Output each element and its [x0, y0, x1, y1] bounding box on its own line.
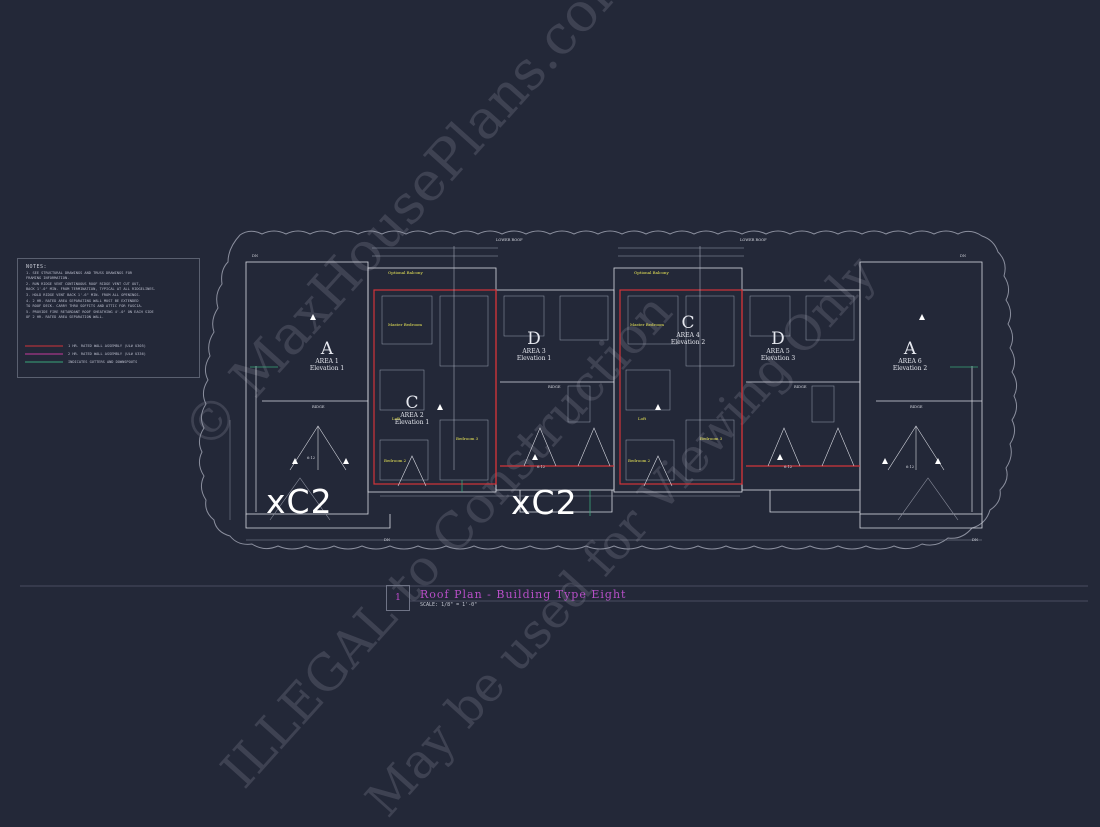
area-label-2: C AREA 2 Elevation 1 [372, 394, 452, 426]
drawing-scale: SCALE: 1/8" = 1'-0" [420, 602, 478, 608]
downspout-label: DN [252, 254, 259, 258]
note-line: OF 2 HR. RATED AREA SEPARATION WALL. [26, 315, 104, 319]
interior-detail-lines [372, 246, 855, 481]
room-label-loft-left: Loft [392, 416, 401, 421]
room-label-master-left: Master Bedroom [388, 322, 423, 327]
room-label-balcony-left: Optional Balcony [388, 270, 423, 275]
area-label-3: D AREA 3 Elevation 1 [494, 330, 574, 362]
area-name: AREA 1 [315, 358, 339, 365]
pitch-label: 6:12 [537, 465, 546, 469]
roof-pitch-arrows [292, 314, 941, 464]
room-label-bedroom3-right: Bedroom 3 [700, 436, 723, 441]
ridge-label: RIDGE [910, 405, 923, 409]
lower-roof-label: LOWER ROOF [740, 238, 767, 242]
room-label-bedroom2-right: Bedroom 2 [628, 458, 651, 463]
area-letter: D [771, 329, 785, 349]
downspout-label: DN [384, 538, 391, 542]
area-elevation: Elevation 1 [516, 355, 552, 362]
tag-xc2-center: xC2 [511, 483, 578, 522]
area-label-6: A AREA 6 Elevation 2 [870, 340, 950, 372]
area-letter: A [320, 339, 334, 359]
pitch-label: 6:12 [784, 465, 793, 469]
room-label-bedroom3-left: Bedroom 3 [456, 436, 479, 441]
area-elevation: Elevation 2 [892, 365, 928, 372]
dimension-lines [229, 420, 982, 541]
area-elevation: Elevation 3 [760, 355, 796, 362]
area-name: AREA 3 [522, 348, 546, 355]
building-outline [245, 261, 983, 529]
area-letter: C [405, 393, 419, 413]
room-label-master-right: Master Bedroom [630, 322, 665, 327]
area-name: AREA 2 [400, 412, 424, 419]
area-name: AREA 6 [898, 358, 922, 365]
legend-label-gutters: INDICATES GUTTERS AND DOWNSPOUTS [68, 360, 138, 364]
general-notes-box: NOTES: 1. SEE STRUCTURAL DRAWINGS AND TR… [17, 258, 200, 378]
legend-label-1hr: 1 HR. RATED WALL ASSEMBLY (UL# U305) [68, 344, 146, 348]
note-line: BACK 1'-0" MIN. FROM TERMINATION, TYPICA… [26, 287, 156, 291]
area-letter: D [527, 329, 541, 349]
note-line: TO ROOF DECK. CARRY THRU SOFFITS AND ATT… [26, 304, 143, 308]
ridge-label: RIDGE [548, 385, 561, 389]
title-rule [20, 585, 1088, 602]
room-label-bedroom2-left: Bedroom 2 [384, 458, 407, 463]
downspout-label: DN [960, 254, 967, 258]
gutter-lines [250, 366, 978, 516]
drawing-title: Roof Plan - Building Type Eight [420, 588, 627, 601]
area-name: AREA 4 [676, 332, 700, 339]
ridge-label: RIDGE [312, 405, 325, 409]
note-line: FRAMING INFORMATION. [26, 276, 70, 280]
note-line: 1. SEE STRUCTURAL DRAWINGS AND TRUSS DRA… [26, 271, 133, 275]
rated-wall-lines [373, 289, 860, 485]
note-line: 5. PROVIDE FIRE RETARDANT ROOF SHEATHING… [26, 310, 154, 314]
downspout-label: DN [972, 538, 979, 542]
area-letter: C [681, 313, 695, 333]
notes-title: NOTES: [26, 264, 48, 270]
area-letter: A [903, 339, 917, 359]
area-elevation: Elevation 2 [670, 339, 706, 346]
ridge-label: RIDGE [794, 385, 807, 389]
area-label-4: C AREA 4 Elevation 2 [648, 314, 728, 346]
note-line: 3. HOLD RIDGE VENT BACK 1'-6" MIN. FROM … [26, 293, 141, 297]
room-label-loft-right: Loft [638, 416, 647, 421]
ridge-lines [255, 366, 982, 512]
area-elevation: Elevation 1 [394, 419, 430, 426]
revision-cloud-outline [198, 230, 1018, 550]
note-line: 4. 2 HR. RATED AREA SEPARATING WALL MUST… [26, 299, 139, 303]
pitch-label: 6:12 [906, 465, 915, 469]
legend-swatches [25, 345, 63, 363]
drawing-number: 1 [386, 585, 410, 611]
legend-label-2hr: 2 HR. RATED WALL ASSEMBLY (UL# U336) [68, 352, 146, 356]
area-label-5: D AREA 5 Elevation 3 [738, 330, 818, 362]
lower-roof-label: LOWER ROOF [496, 238, 523, 242]
area-name: AREA 5 [766, 348, 790, 355]
area-label-1: A AREA 1 Elevation 1 [287, 340, 367, 372]
hip-roof-lines [269, 425, 959, 521]
area-elevation: Elevation 1 [309, 365, 345, 372]
note-line: 2. RUN RIDGE VENT CONTINUOUS ROOF RIDGE … [26, 282, 141, 286]
pitch-label: 6:12 [307, 456, 316, 460]
tag-xc2-left: xC2 [266, 482, 333, 521]
room-label-balcony-right: Optional Balcony [634, 270, 669, 275]
